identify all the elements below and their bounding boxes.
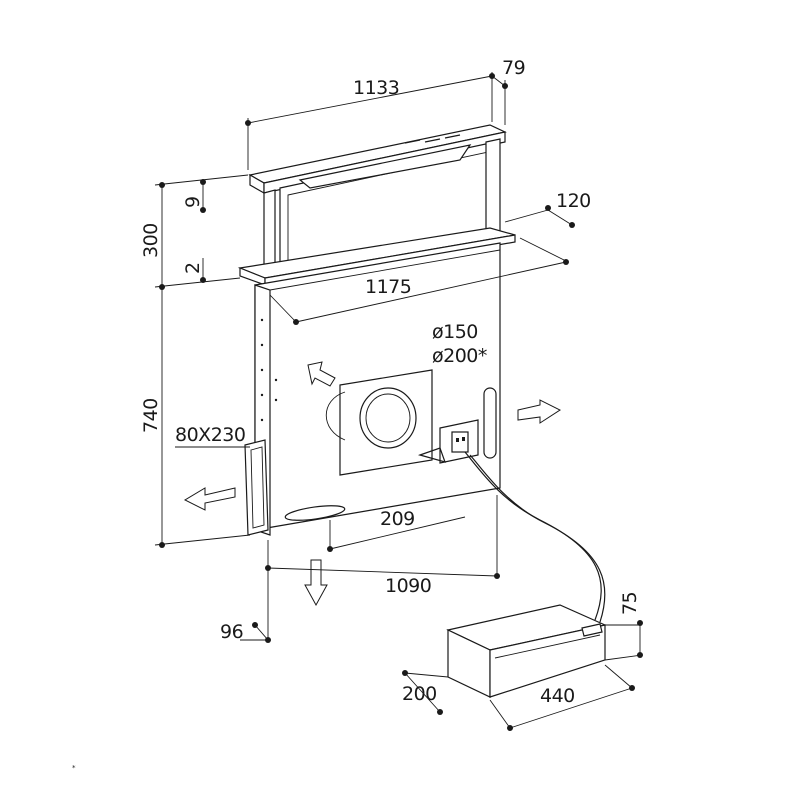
- hood-body: [244, 242, 501, 536]
- arrow-up-left: [307, 361, 336, 387]
- arrow-left: [183, 487, 236, 511]
- dim-300: 300: [140, 223, 162, 258]
- dim-80x230: 80X230: [175, 424, 245, 446]
- dim-2: 2: [182, 262, 204, 274]
- dim-1175: 1175: [365, 276, 411, 298]
- dim-9: 9: [182, 196, 204, 208]
- dim-440: 440: [540, 685, 575, 707]
- dimension-labels: 1133 79 300 9 2 120 1175 ø150 ø200* 740 …: [72, 57, 641, 772]
- airflow-arrows: [183, 361, 562, 607]
- dim-740: 740: [140, 398, 162, 433]
- dim-96: 96: [220, 621, 243, 643]
- dim-120: 120: [556, 190, 591, 212]
- dimension-lines: [154, 72, 643, 731]
- dim-150: ø150: [432, 321, 478, 343]
- dim-79: 79: [502, 57, 525, 79]
- dim-75: 75: [619, 592, 641, 615]
- arrow-right: [517, 399, 562, 424]
- dim-200-star: ø200*: [432, 345, 487, 367]
- dim-1090: 1090: [385, 575, 431, 597]
- arrow-down: [304, 559, 328, 607]
- dim-1133: 1133: [353, 77, 399, 99]
- dim-209: 209: [380, 508, 415, 530]
- footnote-mark: *: [72, 764, 76, 772]
- dim-200: 200: [402, 683, 437, 705]
- motor-unit: [446, 451, 607, 698]
